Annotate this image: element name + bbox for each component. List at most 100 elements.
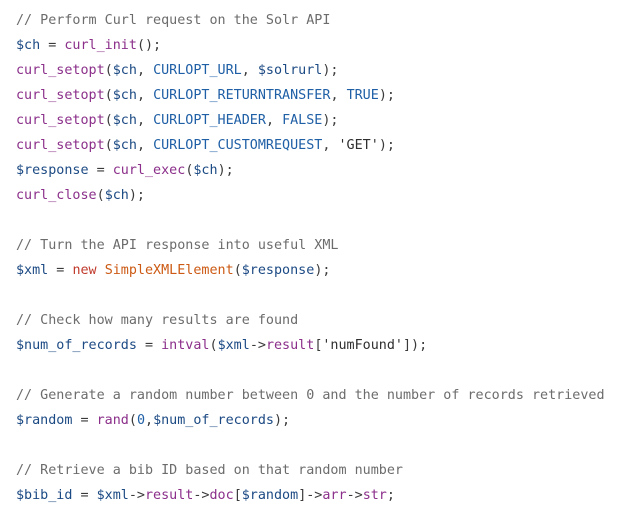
code-token-punctuation: ( [128, 413, 137, 428]
code-line: curl_close($ch); [16, 183, 637, 208]
code-token-punctuation: ( [104, 113, 113, 128]
code-token-variable: $solrurl [257, 63, 323, 78]
code-token-variable: $xml [16, 263, 49, 278]
code-line: $random = rand(0,$num_of_records); [16, 408, 637, 433]
code-line: $num_of_records = intval($xml->result['n… [16, 333, 637, 358]
code-line: // Perform Curl request on the Solr API [16, 8, 637, 33]
code-token-string: 'numFound' [322, 338, 403, 353]
code-token-punctuation: ); [274, 413, 291, 428]
code-token-class: SimpleXMLElement [104, 263, 234, 278]
code-token-punctuation: , [241, 63, 258, 78]
code-token-comment: // Retrieve a bib ID based on that rando… [16, 463, 403, 478]
code-line: $response = curl_exec($ch); [16, 158, 637, 183]
code-token-function: rand [96, 413, 129, 428]
code-token-punctuation [97, 263, 105, 278]
code-token-punctuation: , [145, 413, 154, 428]
code-token-variable: $xml [96, 488, 129, 503]
code-token-variable: $response [241, 263, 315, 278]
code-token-variable: $ch [112, 63, 137, 78]
code-line: curl_setopt($ch, CURLOPT_HEADER, FALSE); [16, 108, 637, 133]
code-token-variable: $ch [112, 113, 137, 128]
code-token-function: result [265, 338, 315, 353]
blank-line [16, 358, 637, 383]
blank-line [16, 283, 637, 308]
code-token-punctuation: ( [96, 188, 105, 203]
code-token-comment: // Perform Curl request on the Solr API [16, 13, 331, 28]
code-line: // Check how many results are found [16, 308, 637, 333]
code-token-punctuation: ]); [403, 338, 428, 353]
code-token-punctuation: = [72, 488, 97, 503]
code-token-variable: $ch [104, 188, 129, 203]
code-line: // Generate a random number between 0 an… [16, 383, 637, 408]
code-token-punctuation: ); [314, 263, 331, 278]
code-token-constant: CURLOPT_HEADER [153, 113, 266, 128]
code-token-punctuation: ); [322, 113, 339, 128]
code-token-punctuation: ); [322, 63, 339, 78]
code-token-punctuation: -> [193, 488, 210, 503]
code-token-punctuation: ( [233, 263, 242, 278]
code-token-variable: $ch [112, 88, 137, 103]
code-line: $ch = curl_init(); [16, 33, 637, 58]
code-token-punctuation: , [136, 113, 154, 128]
code-token-punctuation: ( [185, 163, 194, 178]
code-token-function: curl_setopt [16, 138, 105, 153]
code-token-function: curl_setopt [16, 88, 105, 103]
code-token-punctuation: -> [346, 488, 363, 503]
code-token-variable: $num_of_records [153, 413, 274, 428]
code-token-function: curl_close [16, 188, 97, 203]
code-token-punctuation: -> [128, 488, 145, 503]
code-token-constant: CURLOPT_RETURNTRANSFER [153, 88, 331, 103]
code-token-punctuation: ; [386, 488, 395, 503]
code-token-constant: TRUE [346, 88, 379, 103]
code-line: curl_setopt($ch, CURLOPT_CUSTOMREQUEST, … [16, 133, 637, 158]
code-token-punctuation: ]-> [298, 488, 323, 503]
code-line: curl_setopt($ch, CURLOPT_RETURNTRANSFER,… [16, 83, 637, 108]
code-token-punctuation: ( [104, 138, 113, 153]
code-token-variable: $num_of_records [16, 338, 137, 353]
code-token-function: result [145, 488, 194, 503]
code-token-variable: $ch [16, 38, 41, 53]
code-token-string: 'GET' [338, 138, 379, 153]
code-token-function: arr [322, 488, 347, 503]
code-token-variable: $random [241, 488, 299, 503]
code-token-variable: $ch [193, 163, 218, 178]
code-token-punctuation: = [40, 38, 65, 53]
code-token-variable: $bib_id [16, 488, 73, 503]
code-token-variable: $response [16, 163, 89, 178]
code-token-punctuation: , [322, 138, 339, 153]
code-token-punctuation: = [88, 163, 113, 178]
code-token-punctuation: = [48, 263, 73, 278]
code-token-punctuation: , [136, 63, 154, 78]
code-token-function: curl_setopt [16, 113, 105, 128]
code-token-variable: $ch [112, 138, 137, 153]
code-token-punctuation: = [72, 413, 97, 428]
code-line: // Retrieve a bib ID based on that rando… [16, 458, 637, 483]
code-token-punctuation: , [136, 88, 154, 103]
code-token-variable: $random [16, 413, 73, 428]
code-token-punctuation: ( [104, 88, 113, 103]
blank-line [16, 433, 637, 458]
code-token-punctuation: , [136, 138, 154, 153]
code-token-punctuation: ); [217, 163, 234, 178]
code-token-function: curl_init [64, 38, 137, 53]
code-token-punctuation: , [330, 88, 347, 103]
code-token-punctuation: ( [209, 338, 218, 353]
code-token-punctuation: ); [378, 138, 395, 153]
code-token-function: curl_setopt [16, 63, 105, 78]
code-token-comment: // Generate a random number between 0 an… [16, 388, 605, 403]
code-token-punctuation: (); [136, 38, 162, 53]
code-token-comment: // Turn the API response into useful XML [16, 238, 339, 253]
code-line: $xml = new SimpleXMLElement($response); [16, 258, 637, 283]
code-line: // Turn the API response into useful XML [16, 233, 637, 258]
code-token-constant: CURLOPT_CUSTOMREQUEST [153, 138, 323, 153]
code-token-punctuation: [ [233, 488, 242, 503]
code-token-function: intval [161, 338, 210, 353]
code-token-punctuation: ( [104, 63, 113, 78]
code-token-keyword: new [72, 263, 97, 278]
code-token-punctuation: [ [314, 338, 323, 353]
code-token-constant: 0 [136, 413, 145, 428]
code-token-function: doc [209, 488, 234, 503]
blank-line [16, 208, 637, 233]
code-token-punctuation: , [265, 113, 283, 128]
